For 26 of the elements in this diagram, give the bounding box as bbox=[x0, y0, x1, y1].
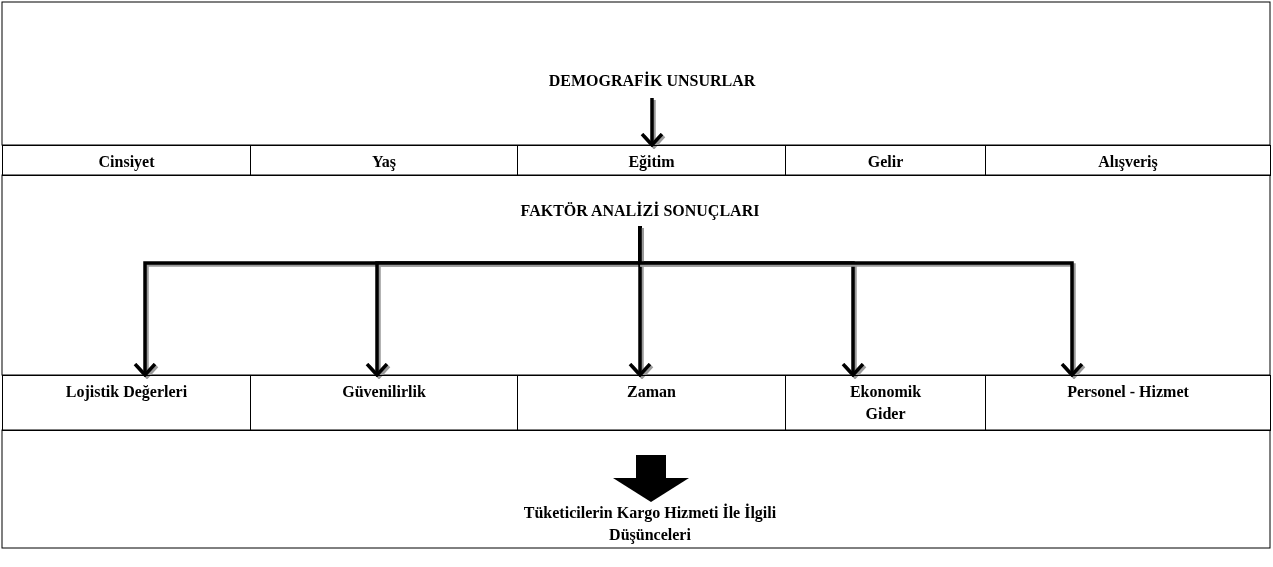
table-cell bbox=[2, 145, 251, 176]
cell-text: Alışveriş bbox=[1098, 152, 1158, 173]
cell-text: Eğitim bbox=[628, 152, 675, 173]
cell-text: Gelir bbox=[867, 152, 904, 172]
table-cell bbox=[250, 145, 518, 176]
arrow bbox=[640, 98, 664, 147]
table-cell bbox=[517, 375, 786, 431]
table-cell bbox=[985, 375, 1271, 431]
table-cell bbox=[785, 375, 986, 431]
cell-text: Lojistik Değerleri bbox=[65, 382, 188, 403]
cell-text: Cinsiyet bbox=[98, 152, 155, 173]
block-arrow bbox=[613, 455, 689, 502]
table-cell bbox=[985, 145, 1271, 176]
cell-text: Personel - Hizmet bbox=[1067, 382, 1189, 402]
table-cell bbox=[517, 145, 786, 176]
cell-text: Güvenilirlik bbox=[342, 382, 426, 402]
table-cell bbox=[2, 375, 251, 431]
table-cell bbox=[785, 145, 986, 176]
arrow bbox=[638, 226, 1084, 377]
table-cell bbox=[250, 375, 518, 431]
cell-text: Yaş bbox=[372, 152, 396, 173]
cell-text: Ekonomik Gider bbox=[848, 382, 923, 424]
heading: DEMOGRAFİK UNSURLAR bbox=[548, 70, 756, 91]
cell-text: Zaman bbox=[627, 382, 676, 402]
result-text: Tüketicilerin Kargo Hizmeti İle İlgili Düşünceleri bbox=[522, 502, 778, 546]
heading: FAKTÖR ANALİZİ SONUÇLARI bbox=[520, 200, 760, 222]
